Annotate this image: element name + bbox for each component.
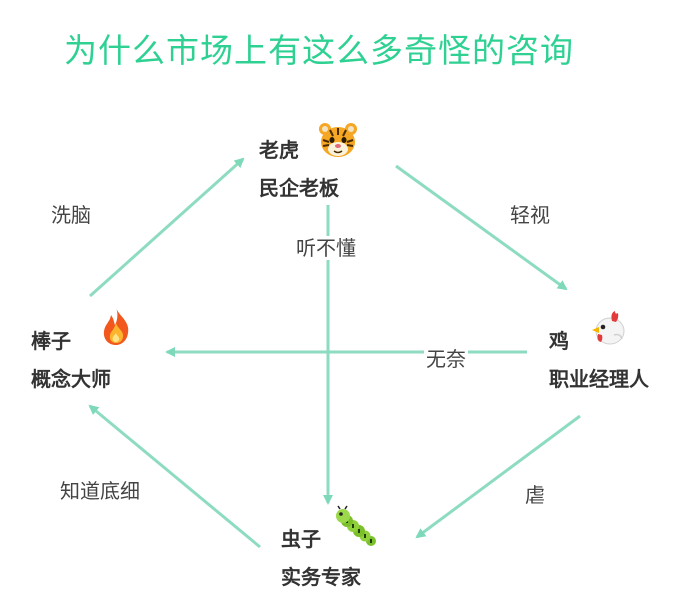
edge-label-helpless: 无奈	[424, 343, 468, 372]
node-stick: 棒子 概念大师	[31, 322, 111, 398]
edge-label-know-details: 知道底细	[60, 479, 140, 503]
edge-label-dont-understand: 听不懂	[294, 232, 358, 261]
node-tiger: 老虎 民企老板	[259, 131, 339, 207]
node-stick-title: 概念大师	[31, 367, 111, 391]
edge-label-dont-understand-text: 听不懂	[294, 236, 358, 260]
edge-label-helpless-text: 无奈	[424, 347, 468, 371]
node-bug: 虫子 实务专家	[281, 520, 361, 596]
edge-label-abuse: 虐	[525, 483, 545, 507]
edge-label-brainwash: 洗脑	[51, 203, 91, 227]
node-tiger-title: 民企老板	[259, 176, 339, 200]
arrow-chicken-to-bug	[415, 414, 581, 539]
node-chicken-role: 鸡	[549, 329, 569, 353]
node-chicken-title: 职业经理人	[549, 367, 649, 391]
fire-icon	[103, 307, 129, 345]
edge-label-despise: 轻视	[510, 203, 550, 227]
tiger-face-icon	[319, 123, 357, 157]
node-tiger-role: 老虎	[259, 138, 299, 162]
node-bug-title: 实务专家	[281, 565, 361, 589]
node-stick-role: 棒子	[31, 329, 71, 353]
node-bug-role: 虫子	[281, 527, 321, 551]
arrow-bug-to-stick	[88, 404, 261, 549]
caterpillar-icon	[336, 505, 376, 546]
arrow-tiger-to-chicken	[395, 164, 568, 291]
arrow-stick-to-tiger	[88, 157, 245, 298]
diagram-title: 为什么市场上有这么多奇怪的咨询	[64, 31, 574, 70]
node-chicken: 鸡 职业经理人	[549, 322, 649, 398]
chicken-icon	[592, 311, 625, 345]
